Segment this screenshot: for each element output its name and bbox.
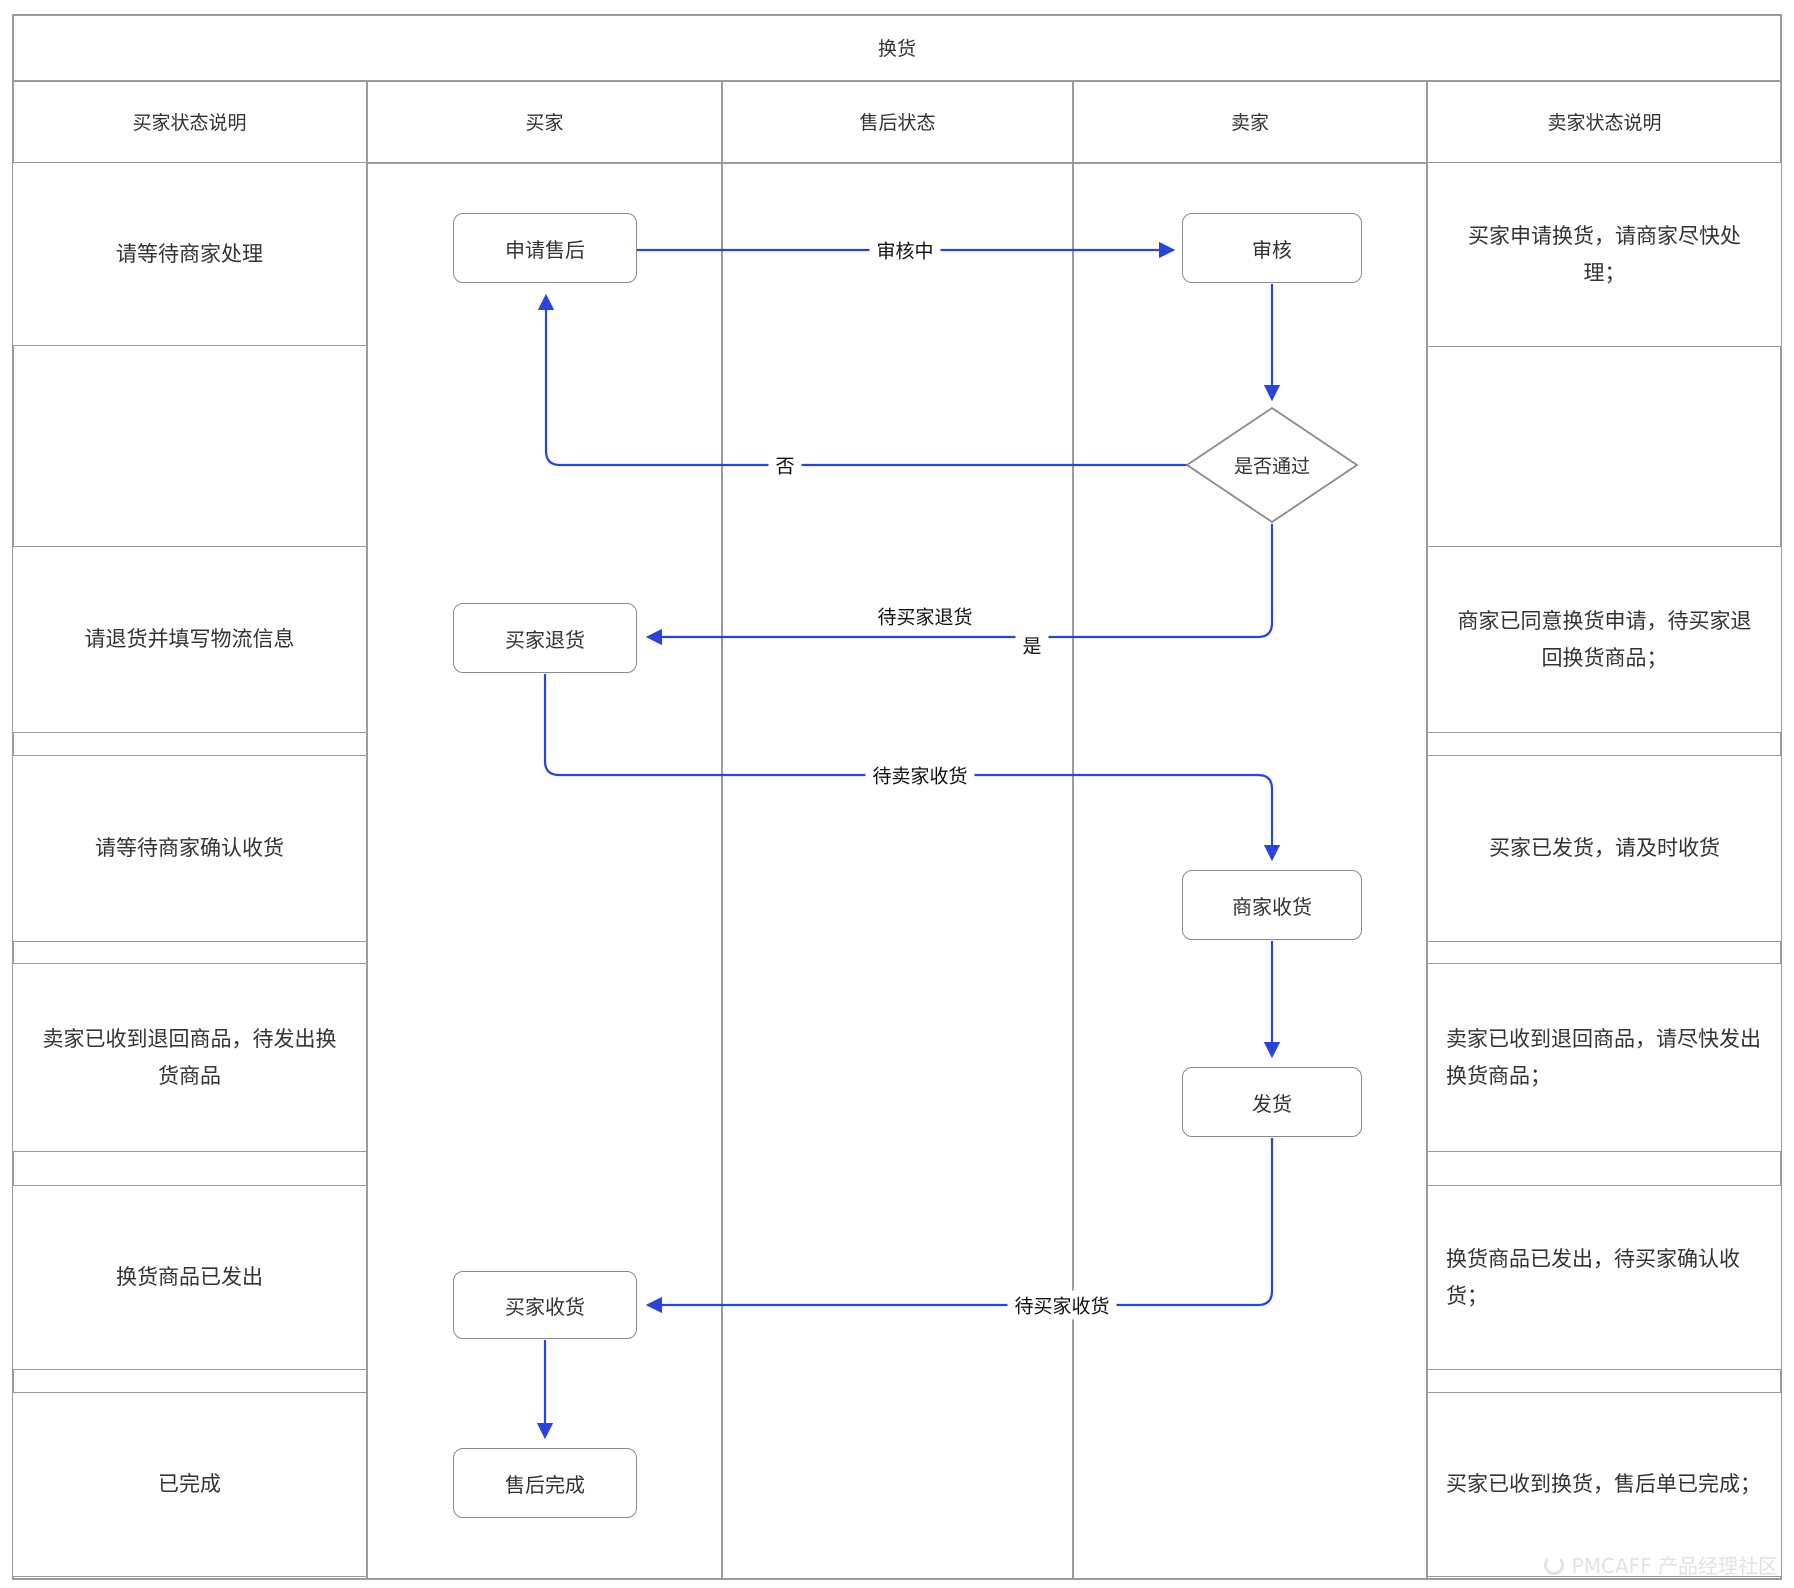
seller-note-5: 换货商品已发出，待买家确认收货； <box>1427 1185 1782 1370</box>
node-buyer-receive: 买家收货 <box>453 1271 637 1339</box>
node-apply-after-sale: 申请售后 <box>453 213 637 283</box>
buyer-note-3: 请等待商家确认收货 <box>12 755 367 942</box>
edge-label-yes: 是 <box>1015 630 1049 660</box>
edge-label-wait-buyer-return: 待买家退货 <box>870 601 980 631</box>
title-divider <box>12 80 1782 82</box>
node-decision-label: 是否通过 <box>1233 455 1311 478</box>
diagram-title: 换货 <box>877 37 916 60</box>
buyer-note-5: 换货商品已发出 <box>12 1185 367 1370</box>
edge-label-wait-buyer-receive: 待买家收货 <box>1007 1290 1117 1320</box>
edge-label-no: 否 <box>768 450 802 480</box>
lane-divider-3 <box>1072 80 1074 1578</box>
seller-note-6: 买家已收到换货，售后单已完成； <box>1427 1392 1782 1577</box>
column-header-seller: 卖家 <box>1230 111 1269 134</box>
column-header-seller-notes: 卖家状态说明 <box>1547 111 1662 134</box>
watermark: PMCAFF 产品经理社区 <box>1543 1550 1778 1579</box>
seller-note-2: 商家已同意换货申请，待买家退回换货商品； <box>1427 546 1782 733</box>
lane-divider-2 <box>721 80 723 1578</box>
node-review: 审核 <box>1182 213 1362 283</box>
edge-label-reviewing: 审核中 <box>869 235 941 265</box>
decision-diamond <box>1185 406 1359 524</box>
buyer-note-2: 请退货并填写物流信息 <box>12 546 367 733</box>
header-divider <box>12 162 1782 164</box>
seller-note-3: 买家已发货，请及时收货 <box>1427 755 1782 942</box>
buyer-note-6: 已完成 <box>12 1392 367 1577</box>
node-seller-receive: 商家收货 <box>1182 870 1362 940</box>
watermark-text: PMCAFF 产品经理社区 <box>1571 1554 1778 1578</box>
seller-note-4: 卖家已收到退回商品，请尽快发出换货商品； <box>1427 963 1782 1152</box>
lane-divider-1 <box>366 80 368 1578</box>
node-complete: 售后完成 <box>453 1448 637 1518</box>
edge-decision-no <box>537 293 1190 467</box>
buyer-note-1: 请等待商家处理 <box>12 162 367 346</box>
edge-ship-to-buyer <box>645 1138 1274 1314</box>
seller-note-1: 买家申请换货，请商家尽快处理； <box>1427 162 1782 347</box>
node-ship: 发货 <box>1182 1067 1362 1137</box>
buyer-note-4: 卖家已收到退回商品，待发出换货商品 <box>12 963 367 1152</box>
column-header-status: 售后状态 <box>859 111 936 134</box>
column-header-buyer-notes: 买家状态说明 <box>132 111 247 134</box>
edge-label-wait-seller-receive: 待卖家收货 <box>865 760 975 790</box>
edge-decision-yes <box>645 524 1274 646</box>
column-header-buyer: 买家 <box>525 111 564 134</box>
watermark-logo-icon <box>1543 1554 1564 1575</box>
node-buyer-return: 买家退货 <box>453 603 637 673</box>
